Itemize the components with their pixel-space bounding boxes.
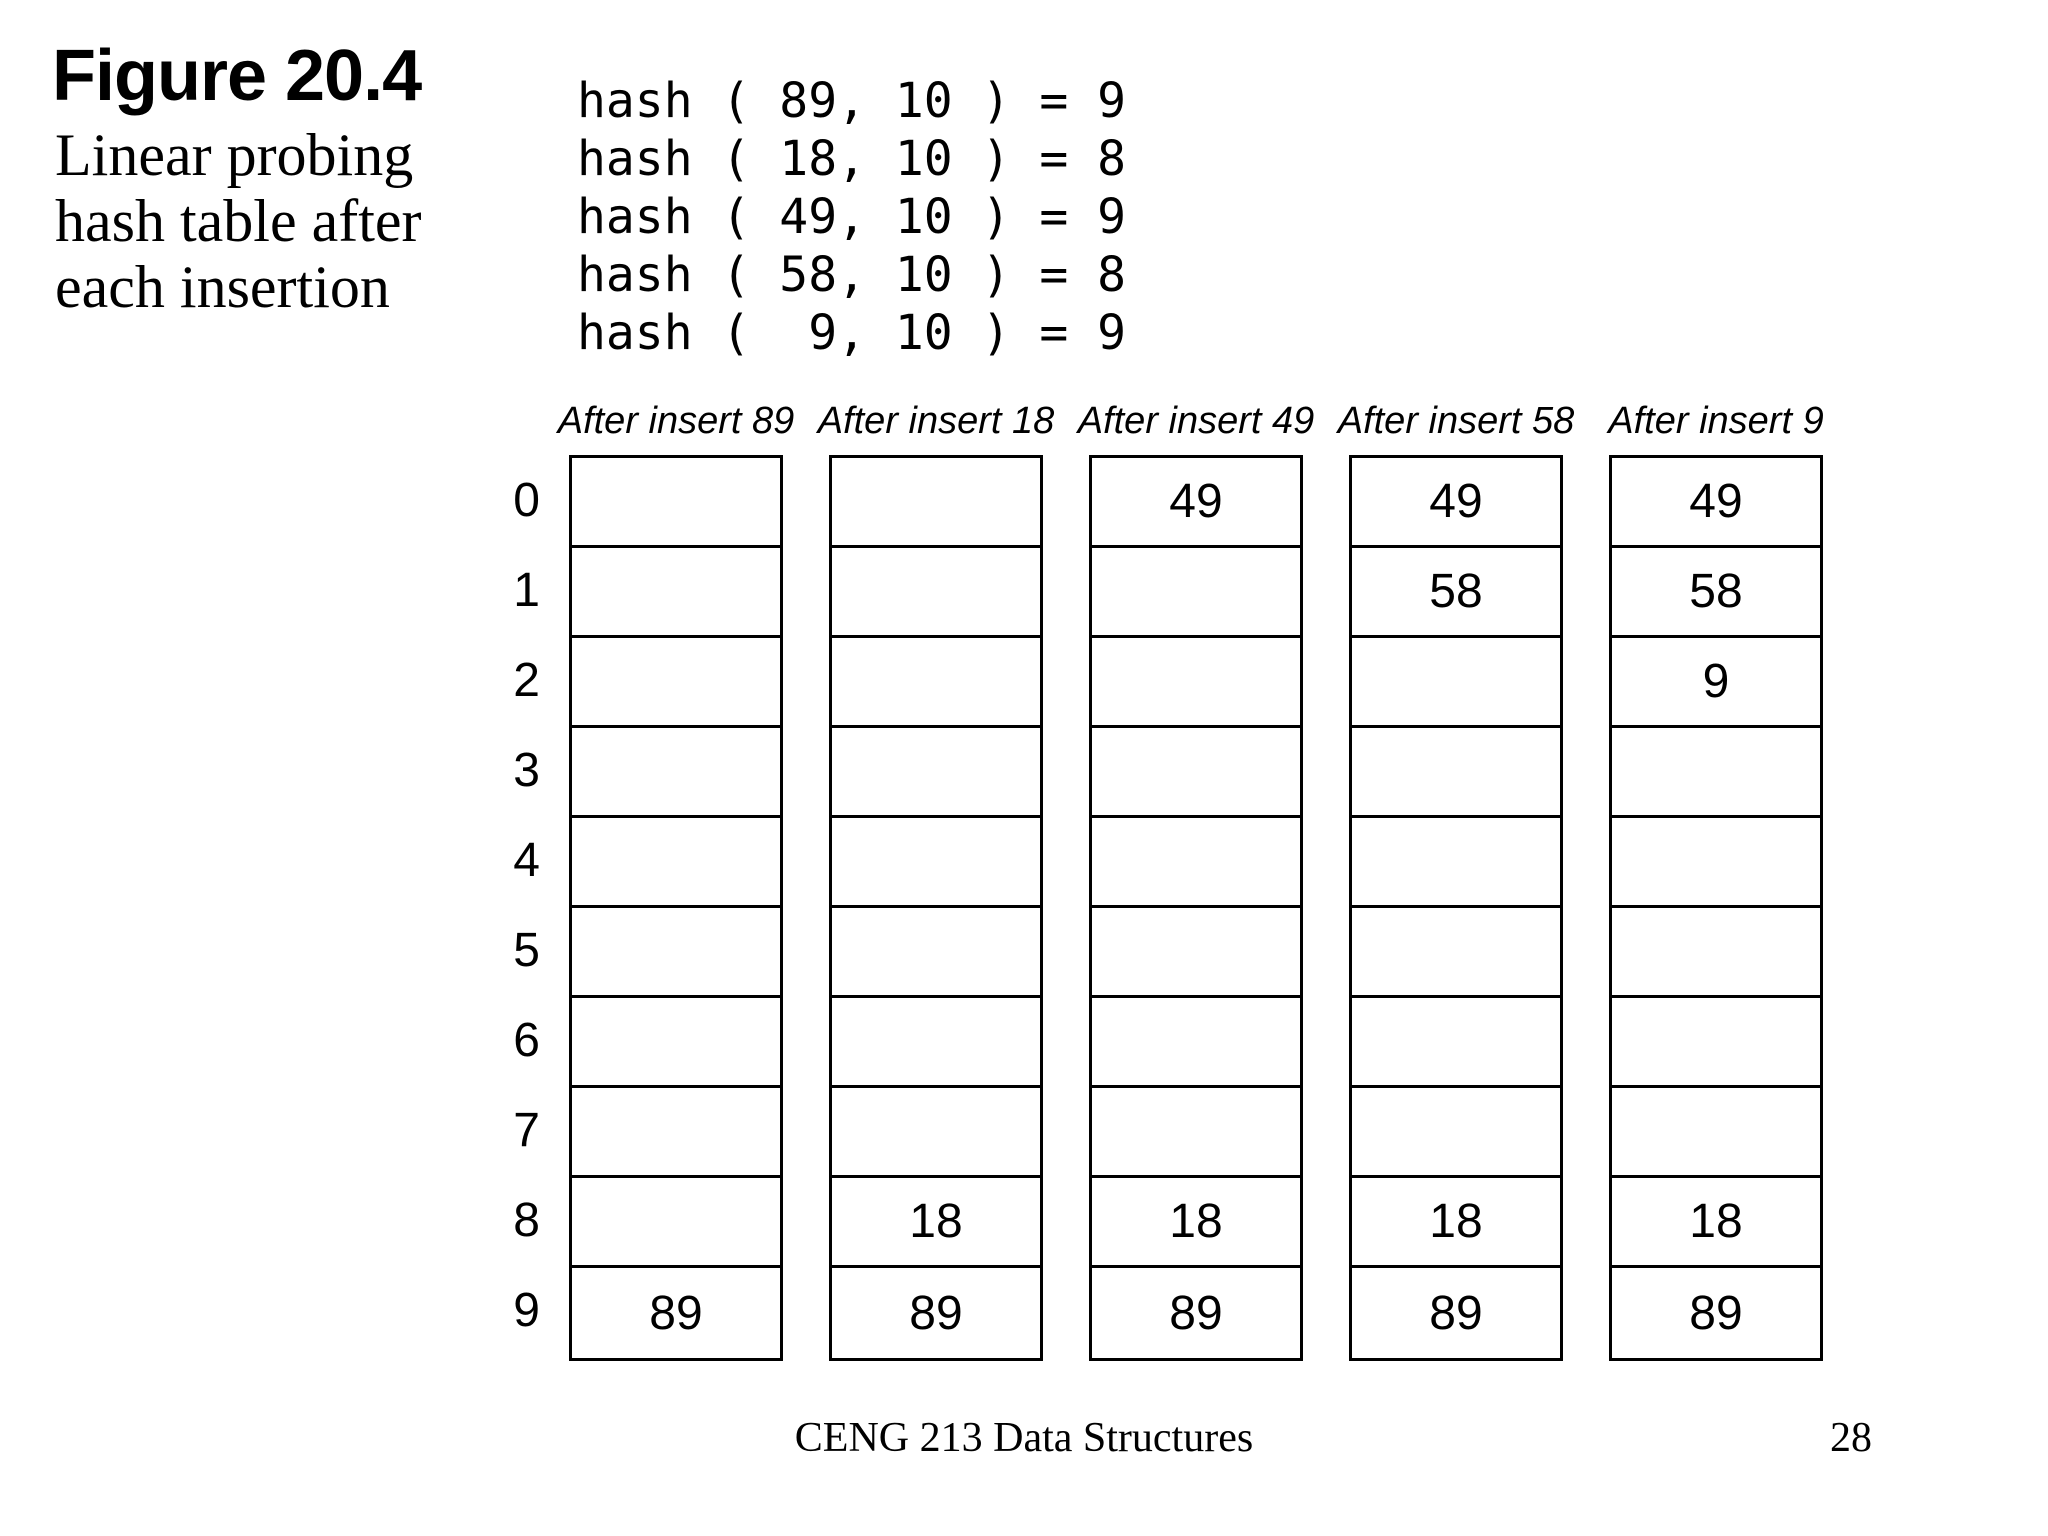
row-index-label: 2: [513, 653, 540, 707]
table-cell: [572, 458, 780, 548]
table-cell: [572, 1088, 780, 1178]
column-header-after-insert-18: After insert 18: [817, 400, 1055, 442]
hash-computation-line: hash ( 89, 10 ) = 9: [577, 73, 1127, 129]
table-cell: [1352, 638, 1560, 728]
table-cell: 58: [1352, 548, 1560, 638]
table-cell: [1092, 728, 1300, 818]
table-cell: [572, 908, 780, 998]
row-index-label: 3: [513, 743, 540, 797]
table-cell: [1092, 1088, 1300, 1178]
table-cell: [572, 638, 780, 728]
table-cell: [832, 818, 1040, 908]
table-cell: [572, 728, 780, 818]
table-cell: 89: [1429, 1286, 1483, 1340]
table-cell: 18: [1092, 1178, 1300, 1268]
hash-computation-line: hash ( 58, 10 ) = 8: [577, 247, 1127, 303]
footer-page-number: 28: [1830, 1415, 1872, 1461]
row-index-label: 8: [513, 1193, 540, 1247]
table-cell: 58: [1612, 548, 1820, 638]
table-cell: [572, 1178, 780, 1268]
table-cell: 89: [649, 1286, 703, 1340]
table-cell: 18: [1352, 1178, 1560, 1268]
table-cell: [1612, 1088, 1820, 1178]
table-cell: [1352, 908, 1560, 998]
table-cell: [1092, 908, 1300, 998]
row-index-label: 6: [513, 1013, 540, 1067]
figure-caption: Linear probing hash table after each ins…: [55, 122, 421, 320]
table-cell: 89: [909, 1286, 963, 1340]
table-cell: 49: [1612, 458, 1820, 548]
table-cell: [1352, 818, 1560, 908]
column-header-after-insert-9: After insert 9: [1608, 400, 1824, 442]
table-cell: [1612, 908, 1820, 998]
row-index-label: 5: [513, 923, 540, 977]
table-cell: [832, 458, 1040, 548]
table-cell: [832, 1088, 1040, 1178]
row-index-label: 9: [513, 1283, 540, 1337]
table-cell: [1612, 818, 1820, 908]
table-cell: [572, 998, 780, 1088]
hash-table-column-after-insert-49: 49 18 89: [1089, 455, 1303, 1361]
figure-caption-line: hash table after: [55, 188, 422, 254]
footer-course-label: CENG 213 Data Structures: [794, 1415, 1254, 1461]
table-cell: [1352, 1088, 1560, 1178]
figure-caption-line: Linear probing: [55, 122, 414, 188]
row-index-label: 4: [513, 833, 540, 887]
table-cell: [832, 638, 1040, 728]
row-index-label: 0: [513, 473, 540, 527]
table-cell: 18: [832, 1178, 1040, 1268]
figure-caption-line: each insertion: [55, 254, 390, 320]
table-cell: [1612, 998, 1820, 1088]
table-cell: [572, 548, 780, 638]
table-cell: 49: [1352, 458, 1560, 548]
hash-computation-line: hash ( 49, 10 ) = 9: [577, 189, 1127, 245]
table-cell: 49: [1092, 458, 1300, 548]
hash-table-column-after-insert-58: 49 58 18 89: [1349, 455, 1563, 1361]
hash-computation-line: hash ( 18, 10 ) = 8: [577, 131, 1127, 187]
table-cell: 89: [1689, 1286, 1743, 1340]
table-cell: 89: [1169, 1286, 1223, 1340]
hash-computation-line: hash ( 9, 10 ) = 9: [577, 305, 1127, 361]
hash-table-column-after-insert-18: 18 89: [829, 455, 1043, 1361]
table-cell: 18: [1612, 1178, 1820, 1268]
table-cell: [1092, 998, 1300, 1088]
figure-title: Figure 20.4: [52, 36, 422, 116]
hash-computations-block: hash ( 89, 10 ) = 9 hash ( 18, 10 ) = 8 …: [577, 72, 1126, 362]
table-cell: [1352, 728, 1560, 818]
table-cell: [572, 818, 780, 908]
table-cell: [1092, 818, 1300, 908]
table-cell: [832, 998, 1040, 1088]
column-header-after-insert-89: After insert 89: [557, 400, 795, 442]
table-cell: [1352, 998, 1560, 1088]
column-header-after-insert-49: After insert 49: [1077, 400, 1315, 442]
table-cell: [832, 908, 1040, 998]
table-cell: [832, 548, 1040, 638]
row-index-label: 1: [513, 563, 540, 617]
table-cell: [1092, 638, 1300, 728]
column-header-after-insert-58: After insert 58: [1337, 400, 1575, 442]
row-index-label: 7: [513, 1103, 540, 1157]
hash-table-column-after-insert-9: 49 58 9 18 89: [1609, 455, 1823, 1361]
hash-table-column-after-insert-89: 89: [569, 455, 783, 1361]
table-cell: 9: [1612, 638, 1820, 728]
table-cell: [832, 728, 1040, 818]
table-cell: [1612, 728, 1820, 818]
table-cell: [1092, 548, 1300, 638]
